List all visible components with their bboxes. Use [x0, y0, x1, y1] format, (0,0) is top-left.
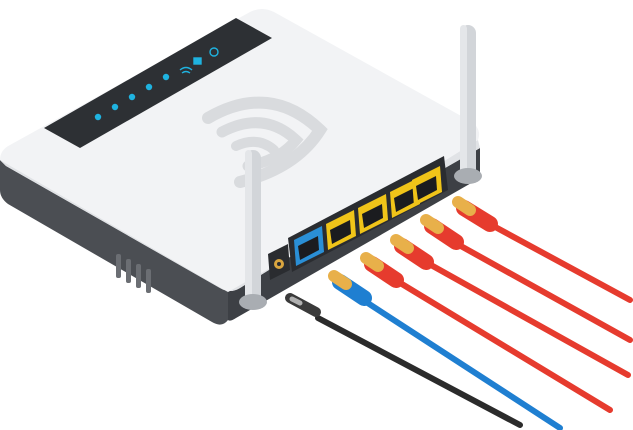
status-panel — [44, 18, 272, 148]
router-body — [0, 9, 480, 325]
cables — [285, 196, 633, 430]
globe-icon — [209, 47, 219, 57]
status-panel-bg — [44, 18, 272, 148]
lan-cable-1 — [360, 252, 613, 413]
lan-port-1 — [326, 210, 356, 250]
router-top-edge — [0, 140, 480, 292]
power-jack — [268, 244, 290, 280]
vent-slot — [126, 259, 131, 283]
lan2-led — [145, 83, 153, 91]
vent-slots — [116, 254, 151, 293]
router-top — [0, 9, 480, 291]
lan-cable-2 — [390, 234, 631, 378]
lan-cable-3 — [420, 214, 633, 343]
lan1-led — [128, 93, 136, 101]
wifi-arc-inner — [231, 136, 279, 155]
lan3-led — [162, 73, 170, 81]
lan-port-3 — [390, 178, 420, 218]
wan-cable — [328, 270, 563, 430]
lan-cable-4 — [452, 196, 633, 303]
wifi-icon — [179, 66, 193, 74]
antenna-left — [239, 150, 267, 310]
wifi-arc-middle — [216, 117, 304, 172]
vent-slot — [136, 264, 141, 288]
router-side-front — [0, 160, 228, 325]
power-led — [94, 113, 102, 121]
lan-port-2 — [358, 194, 388, 234]
wan-led — [111, 103, 119, 111]
vent-slot — [146, 269, 151, 293]
power-cable — [285, 293, 523, 428]
antenna-right — [454, 25, 482, 184]
led-row — [94, 73, 170, 121]
vent-slot — [116, 254, 121, 278]
wifi-arc-outer — [202, 96, 328, 188]
lan-port-4 — [412, 166, 442, 206]
status-icons — [179, 47, 219, 74]
port-panel — [268, 156, 448, 280]
lock-icon — [193, 57, 202, 65]
wifi-logo — [202, 96, 328, 188]
wan-port — [294, 226, 324, 266]
